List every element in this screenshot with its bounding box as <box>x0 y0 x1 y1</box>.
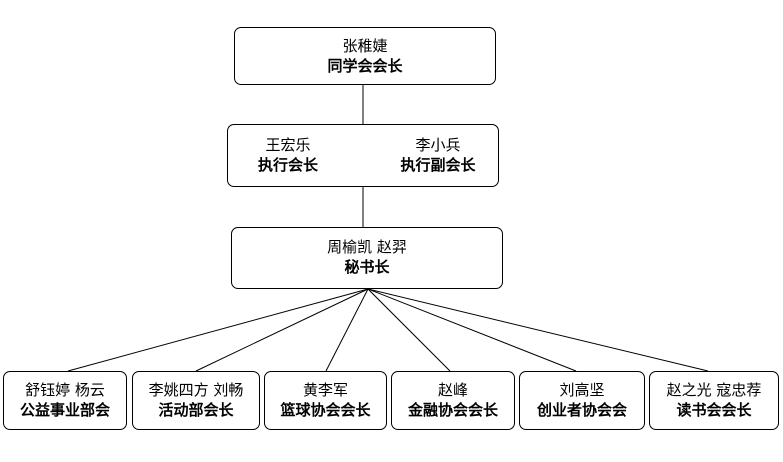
node-dept-2-name: 李姚四方 刘畅 <box>148 381 244 399</box>
node-executive-1-title: 执行会长 <box>257 156 318 174</box>
node-president: 张稚婕 同学会会长 <box>234 27 496 85</box>
node-dept-6-title: 读书会会长 <box>676 401 752 419</box>
node-executive: 王宏乐 执行会长 李小兵 执行副会长 <box>227 124 499 187</box>
connector-secretary-dept-2 <box>195 288 369 372</box>
node-dept-2: 李姚四方 刘畅 活动部会长 <box>132 371 260 430</box>
node-dept-4: 赵峰 金融协会会长 <box>391 371 515 430</box>
node-president-title: 同学会会长 <box>327 57 403 75</box>
connector-secretary-dept-3 <box>325 288 369 372</box>
node-president-name: 张稚婕 <box>342 37 388 55</box>
node-dept-3-name: 黄李军 <box>302 381 348 399</box>
node-secretary-title: 秘书长 <box>344 258 390 276</box>
node-dept-4-title: 金融协会会长 <box>407 401 498 419</box>
node-dept-1-title: 公益事业部会 <box>19 401 110 419</box>
node-dept-1: 舒钰婷 杨云 公益事业部会 <box>3 371 127 430</box>
node-dept-5-title: 创业者协会会 <box>536 401 627 419</box>
connector-secretary-dept-4 <box>367 288 451 372</box>
node-dept-6: 赵之光 寇忠荐 读书会会长 <box>649 371 779 430</box>
node-secretary-name: 周榆凯 赵羿 <box>327 238 407 256</box>
node-dept-2-title: 活动部会长 <box>158 401 234 419</box>
node-executive-2-name: 李小兵 <box>415 136 461 154</box>
node-dept-6-name: 赵之光 寇忠荐 <box>666 381 762 399</box>
connector-secretary-dept-1 <box>67 288 369 372</box>
node-dept-4-name: 赵峰 <box>437 381 468 399</box>
connector-secretary-dept-6 <box>367 288 709 372</box>
node-dept-3-title: 篮球协会会长 <box>280 401 371 419</box>
connector-secretary-dept-5 <box>367 288 577 372</box>
node-dept-1-name: 舒钰婷 杨云 <box>25 381 105 399</box>
node-secretary: 周榆凯 赵羿 秘书长 <box>231 227 503 289</box>
node-dept-5-name: 刘高坚 <box>559 381 605 399</box>
node-executive-1-name: 王宏乐 <box>265 136 311 154</box>
node-dept-3: 黄李军 篮球协会会长 <box>264 371 387 430</box>
node-dept-5: 刘高坚 创业者协会会 <box>519 371 645 430</box>
node-executive-2-title: 执行副会长 <box>400 156 476 174</box>
